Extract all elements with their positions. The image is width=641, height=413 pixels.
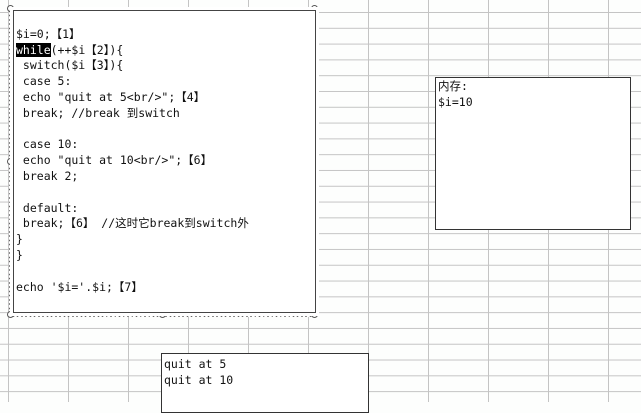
code-line: case 10: — [16, 137, 79, 152]
resize-handle[interactable] — [7, 5, 14, 12]
code-line: break 2; — [16, 168, 79, 183]
code-line: break; //break 到switch — [16, 105, 180, 120]
output-line: quit at 5 — [164, 357, 227, 371]
code-line — [14, 122, 315, 138]
resize-handle[interactable] — [7, 158, 14, 165]
code-textbox[interactable]: $i=0;【1】while(++$i【2】){ switch($i【3】){ c… — [13, 10, 316, 313]
memory-value: $i=10 — [438, 94, 473, 109]
code-line — [14, 264, 315, 280]
code-line: echo "quit at 5<br/>";【4】 — [16, 89, 206, 104]
code-line: } — [16, 232, 23, 247]
code-line — [14, 185, 315, 201]
code-line: break;【6】 //这时它break到switch外 — [16, 216, 249, 231]
memory-title: 内存: — [438, 79, 468, 93]
code-line: echo '$i='.$i;【7】 — [16, 279, 143, 294]
code-line: default: — [16, 200, 79, 215]
code-line: while(++$i【2】){ — [14, 42, 315, 59]
selected-text[interactable]: while — [16, 42, 51, 57]
code-fragment: (++$i【2】){ — [50, 42, 124, 57]
code-line: switch($i【3】){ — [16, 58, 124, 73]
output-line: quit at 10 — [164, 372, 234, 387]
code-line: case 5: — [16, 74, 72, 89]
resize-handle[interactable] — [7, 311, 14, 318]
code-line: $i=0;【1】 — [16, 26, 81, 41]
code-line: echo "quit at 10<br/>";【6】 — [16, 153, 213, 168]
code-line: } — [16, 247, 23, 262]
memory-textbox[interactable]: 内存:$i=10 — [435, 77, 631, 230]
resize-handle[interactable] — [311, 311, 318, 318]
resize-handle[interactable] — [159, 311, 166, 318]
